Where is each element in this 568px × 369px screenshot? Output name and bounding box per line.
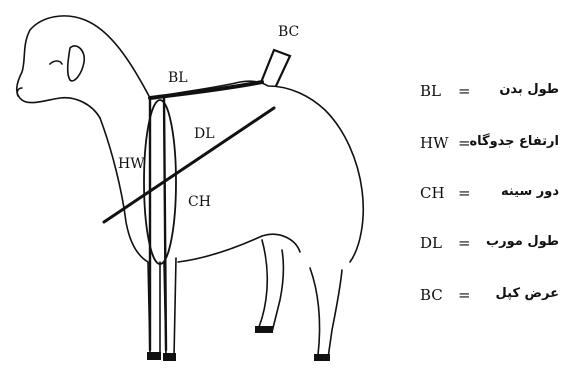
legend-row-hw: HW = ارتفاع جدوگاه: [380, 134, 565, 158]
label-ch: CH: [188, 194, 211, 210]
label-bc: BC: [278, 24, 299, 40]
legend-row-dl: DL = طول مورب: [380, 234, 565, 258]
legend-row-ch: CH = دور سینه: [380, 184, 565, 208]
legend-abbr: CH: [420, 184, 445, 202]
legend-persian-term: طول بدن: [499, 82, 559, 97]
legend-abbr: BC: [420, 286, 443, 304]
legend-equals: =: [458, 184, 471, 202]
hoof-front-1: [147, 352, 161, 360]
bl-line: [150, 82, 262, 98]
label-hw: HW: [118, 156, 145, 172]
hoof-hind-2: [314, 354, 330, 361]
sheep-belly-outline: [178, 234, 300, 262]
sheep-hind-leg-2: [310, 268, 342, 358]
sheep-chest-outline: [100, 118, 148, 262]
sheep-hind-leg-1: [258, 240, 283, 332]
legend-row-bl: BL = طول بدن: [380, 82, 565, 106]
legend-abbr: BL: [420, 82, 441, 100]
legend-persian-term: عرض کپل: [496, 286, 559, 301]
legend-equals: =: [458, 286, 471, 304]
bc-bracket: [262, 50, 290, 86]
sheep-ear: [68, 46, 85, 81]
hoof-front-2: [163, 353, 176, 361]
hoof-hind-1: [255, 326, 273, 333]
legend-equals: =: [458, 82, 471, 100]
legend-abbr: DL: [420, 234, 442, 252]
sheep-eye: [50, 61, 62, 64]
sheep-back-outline: [150, 81, 363, 262]
label-dl: DL: [194, 126, 215, 142]
legend-row-bc: BC = عرض کپل: [380, 286, 565, 310]
sheep-nose: [17, 88, 22, 96]
legend-abbr: HW: [420, 134, 449, 152]
legend-persian-term: دور سینه: [501, 184, 559, 199]
legend-equals: =: [458, 234, 471, 252]
legend-persian-term: ارتفاع جدوگاه: [469, 134, 559, 149]
label-bl: BL: [168, 70, 188, 86]
legend-persian-term: طول مورب: [486, 234, 559, 249]
